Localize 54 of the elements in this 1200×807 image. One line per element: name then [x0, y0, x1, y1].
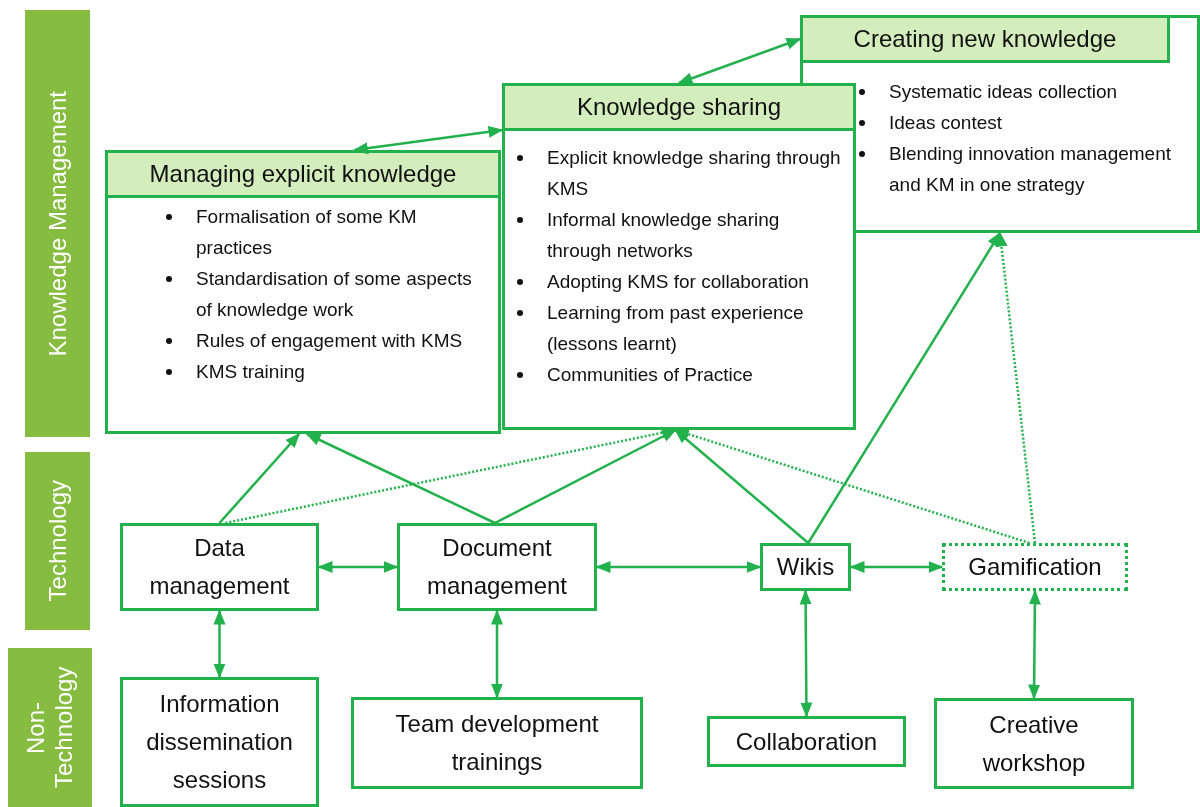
- bullet-item: Adopting KMS for collaboration: [547, 270, 809, 294]
- process-box: [760, 543, 851, 591]
- arrow: [799, 589, 813, 718]
- arrow: [491, 609, 503, 699]
- category-label: Technology: [43, 480, 72, 602]
- process-box: [397, 523, 597, 611]
- category-label: Non-Technology: [22, 665, 78, 791]
- box-label: Collaboration: [735, 726, 878, 757]
- process-box: [120, 677, 319, 807]
- arrow: [595, 561, 762, 573]
- arrow: [353, 125, 504, 155]
- bullet-item: Systematic ideas collection: [889, 80, 1118, 104]
- arrow: [494, 428, 677, 525]
- box-label: Data management: [148, 533, 291, 601]
- category-label: Knowledge Management: [43, 90, 72, 357]
- process-box: [942, 543, 1128, 591]
- arrow: [674, 429, 810, 544]
- arrow: [317, 561, 399, 573]
- bullet-item: Informal knowledge sharing through networks: [547, 208, 781, 263]
- bullet-item: Formalisation of some KM practices: [196, 205, 418, 260]
- category-band: [25, 10, 90, 437]
- category-band: [25, 452, 90, 630]
- bullet-item: Ideas contest: [889, 111, 1003, 135]
- arrow: [218, 432, 301, 524]
- process-box: [351, 697, 643, 789]
- arrow: [677, 37, 802, 85]
- card-heading: Knowledge sharing: [502, 83, 856, 131]
- bullet-item: KMS training: [196, 360, 305, 384]
- dotted-arrow: [995, 231, 1037, 544]
- bullet-item: Learning from past experience (lessons learnt): [547, 301, 805, 356]
- process-box: [707, 716, 906, 767]
- box-label: Information dissemination sessions: [145, 689, 294, 795]
- arrow: [305, 432, 496, 525]
- category-band: [8, 648, 92, 807]
- bullet-item: Explicit knowledge sharing through KMS: [547, 146, 842, 201]
- card-heading: Managing explicit knowledge: [105, 150, 501, 198]
- bullet-item: Blending innovation management and KM in one strategy: [889, 142, 1173, 197]
- arrow: [849, 561, 944, 573]
- bullet-item: Communities of Practice: [547, 363, 753, 387]
- bullet-item: Standardisation of some aspects of knowledge work: [196, 267, 473, 322]
- process-box: [934, 698, 1134, 789]
- arrow: [213, 609, 226, 679]
- process-box: [120, 523, 319, 611]
- box-label: Creative workshop: [981, 709, 1087, 778]
- arrow: [1028, 589, 1041, 700]
- arrow: [807, 231, 1002, 544]
- box-label: Document management: [425, 533, 569, 601]
- box-label: Team development trainings: [394, 709, 600, 777]
- knowledge-card: [502, 83, 856, 430]
- box-label: Wikis: [776, 552, 835, 582]
- knowledge-card: [105, 150, 501, 434]
- bullet-item: Rules of engagement with KMS: [196, 329, 463, 353]
- card-heading: Creating new knowledge: [800, 15, 1170, 63]
- box-label: Gamification: [968, 552, 1102, 582]
